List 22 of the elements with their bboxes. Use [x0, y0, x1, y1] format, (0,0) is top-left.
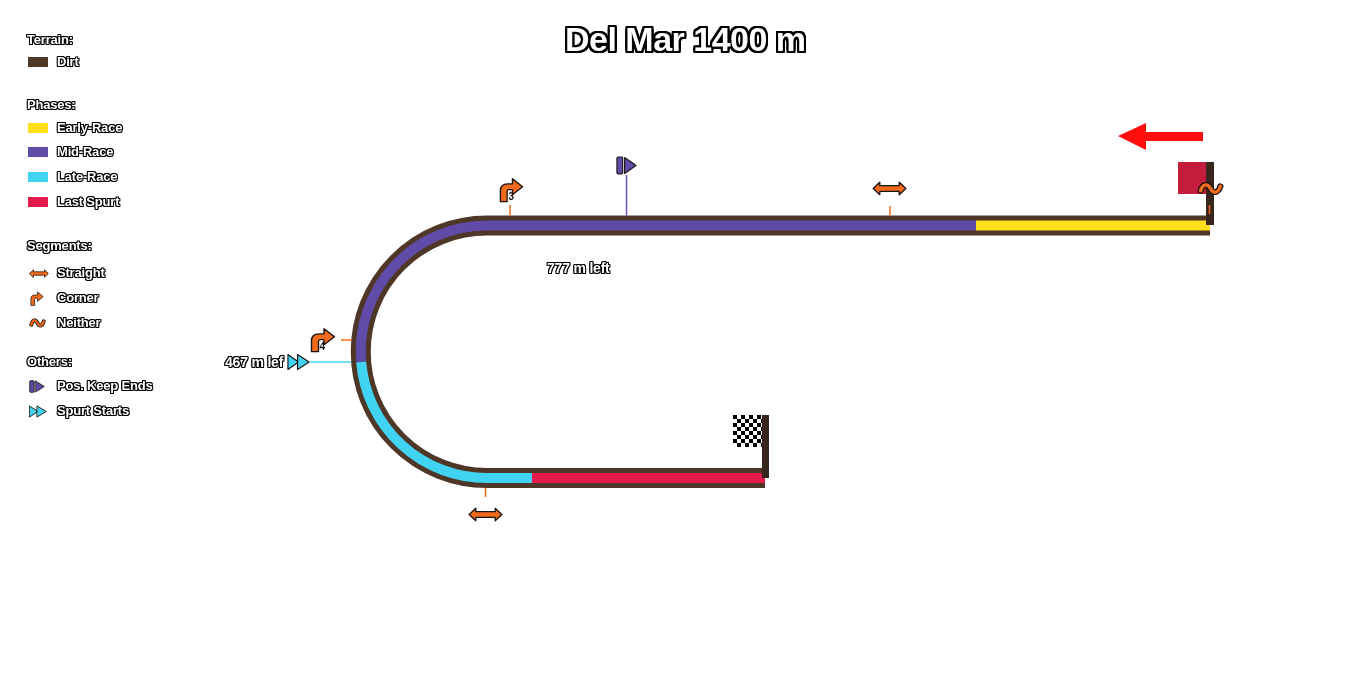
legend-label: Mid-Race	[57, 144, 114, 160]
legend-heading: Others:	[27, 354, 72, 370]
fast-forward-icon	[287, 354, 310, 370]
legend-label: Pos. Keep Ends	[57, 378, 153, 394]
legend-label: Early-Race	[57, 120, 123, 136]
bar-triangle-icon	[616, 157, 637, 174]
legend-label: Neither	[57, 315, 101, 331]
leader-line	[625, 174, 628, 217]
legend-label: Straight	[57, 265, 105, 281]
legend-label: Corner	[57, 290, 99, 306]
legend-label: Late-Race	[57, 169, 118, 185]
corner-number: 4	[319, 341, 326, 352]
legend-heading: Segments:	[27, 238, 92, 254]
legend-label: Spurt Starts	[57, 403, 129, 419]
distance-label: 777 m left	[547, 259, 610, 277]
legend-heading: Phases:	[27, 97, 76, 113]
legend-label: Dirt	[57, 54, 79, 70]
legend-label: Last Spurt	[57, 194, 120, 210]
distance-label: 467 m lef	[225, 353, 284, 371]
leader-line	[309, 361, 352, 363]
legend-heading: Terrain:	[27, 32, 73, 48]
title: Del Mar 1400 m	[565, 19, 806, 59]
